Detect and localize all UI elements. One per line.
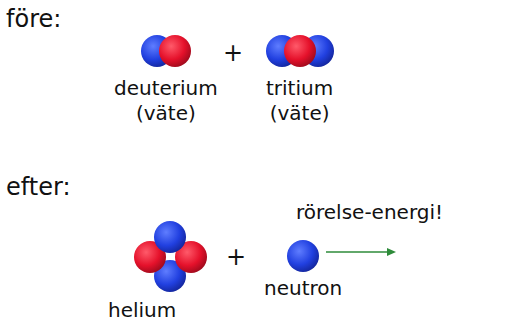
section-heading: före: <box>6 4 61 34</box>
particle-label: deuterium (väte) <box>114 76 218 126</box>
energy-note: rörelse-energi! <box>296 200 443 225</box>
plus-sign: + <box>226 242 246 272</box>
plus-sign: + <box>223 38 243 68</box>
motion-arrow <box>326 248 396 256</box>
deuterium-nucleus <box>141 35 191 67</box>
neutron-ball <box>287 240 319 272</box>
particle-label: helium <box>108 298 176 323</box>
section-heading: efter: <box>6 172 71 202</box>
tritium-nucleus <box>266 35 334 67</box>
particle-label: tritium (väte) <box>266 76 333 126</box>
helium-nucleus <box>134 221 207 292</box>
particle-label: neutron <box>264 276 342 301</box>
